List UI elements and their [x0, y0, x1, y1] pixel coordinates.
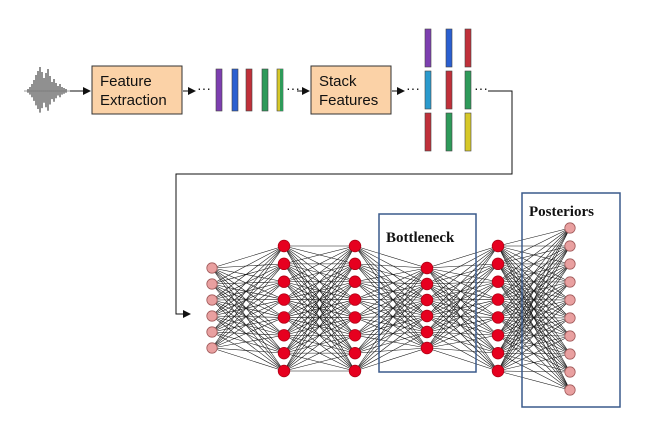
input-node [206, 326, 218, 338]
output-node [564, 222, 576, 234]
connector-to-network [175, 90, 513, 318]
output-node [564, 348, 576, 360]
hidden-node [277, 311, 291, 324]
posteriors-label: Posteriors [529, 204, 594, 220]
feature-extraction-box: Feature Extraction [91, 65, 183, 115]
hidden-node [491, 311, 505, 324]
hidden-node [420, 309, 434, 323]
hidden-node [277, 329, 291, 342]
hidden-node [420, 325, 434, 339]
stacked-feature-bar [445, 112, 453, 152]
stacked-feature-bar [464, 70, 472, 110]
stacked-feature-bar [424, 112, 432, 152]
stacked-feature-bar [464, 28, 472, 68]
input-node [206, 310, 218, 322]
stacked-feature-bar [445, 28, 453, 68]
stacked-feature-bar [424, 28, 432, 68]
output-node [564, 366, 576, 378]
input-node [206, 294, 218, 306]
frame-feature-bar [245, 68, 253, 112]
output-node [564, 384, 576, 396]
stacked-feature-bar [424, 70, 432, 110]
hidden-node [491, 364, 505, 378]
hidden-node [277, 346, 291, 360]
hidden-node [348, 275, 362, 288]
frame-feature-bar [261, 68, 269, 112]
stacked-feature-matrix [424, 28, 472, 152]
hidden-node [277, 364, 291, 378]
output-node [564, 312, 576, 324]
output-node [564, 330, 576, 342]
frame-feature-bar [231, 68, 239, 112]
frame-feature-bar-accent [280, 69, 283, 111]
stack-features-box: Stack Features [310, 65, 392, 115]
posteriors-region [521, 192, 621, 408]
hidden-node [491, 293, 505, 306]
output-node [564, 294, 576, 306]
bottleneck-label: Bottleneck [386, 230, 455, 246]
hidden-node [348, 293, 362, 306]
hidden-node [420, 341, 434, 355]
hidden-node [348, 329, 362, 342]
hidden-node [491, 257, 505, 271]
feature-extraction-line-1: Feature [100, 73, 152, 90]
bottleneck-region [378, 213, 477, 373]
output-node [564, 240, 576, 252]
network-connections [211, 227, 571, 391]
hidden-node [348, 364, 362, 378]
input-node [206, 262, 218, 274]
hidden-node [420, 261, 434, 275]
hidden-node [348, 346, 362, 360]
network-nodes [206, 222, 576, 396]
stacked-feature-bar [445, 70, 453, 110]
ellipsis-1: ··· [197, 80, 211, 96]
hidden-node [491, 239, 505, 253]
hidden-node [348, 239, 362, 253]
output-node [564, 258, 576, 270]
output-node [564, 276, 576, 288]
stacked-feature-bar [464, 112, 472, 152]
hidden-node [277, 257, 291, 271]
ellipsis-2: ··· [286, 80, 300, 96]
hidden-node [491, 346, 505, 360]
waveform-icon [24, 67, 70, 113]
ellipsis-4: ··· [474, 80, 488, 96]
hidden-node [348, 257, 362, 271]
frame-feature-vectors [215, 68, 284, 112]
hidden-node [420, 277, 434, 291]
hidden-node [277, 293, 291, 306]
input-node [206, 278, 218, 290]
feature-extraction-rect [91, 65, 183, 115]
input-node [206, 342, 218, 354]
hidden-node [491, 275, 505, 288]
feature-extraction-line-2: Extraction [100, 92, 167, 109]
hidden-node [348, 311, 362, 324]
stack-features-line-2: Features [319, 92, 378, 109]
stack-features-line-1: Stack [319, 73, 357, 90]
stack-features-rect [310, 65, 392, 115]
hidden-node [277, 239, 291, 253]
hidden-node [420, 293, 434, 307]
hidden-node [277, 275, 291, 288]
ellipsis-3: ··· [406, 80, 420, 96]
frame-feature-bar [215, 68, 223, 112]
hidden-node [491, 329, 505, 342]
